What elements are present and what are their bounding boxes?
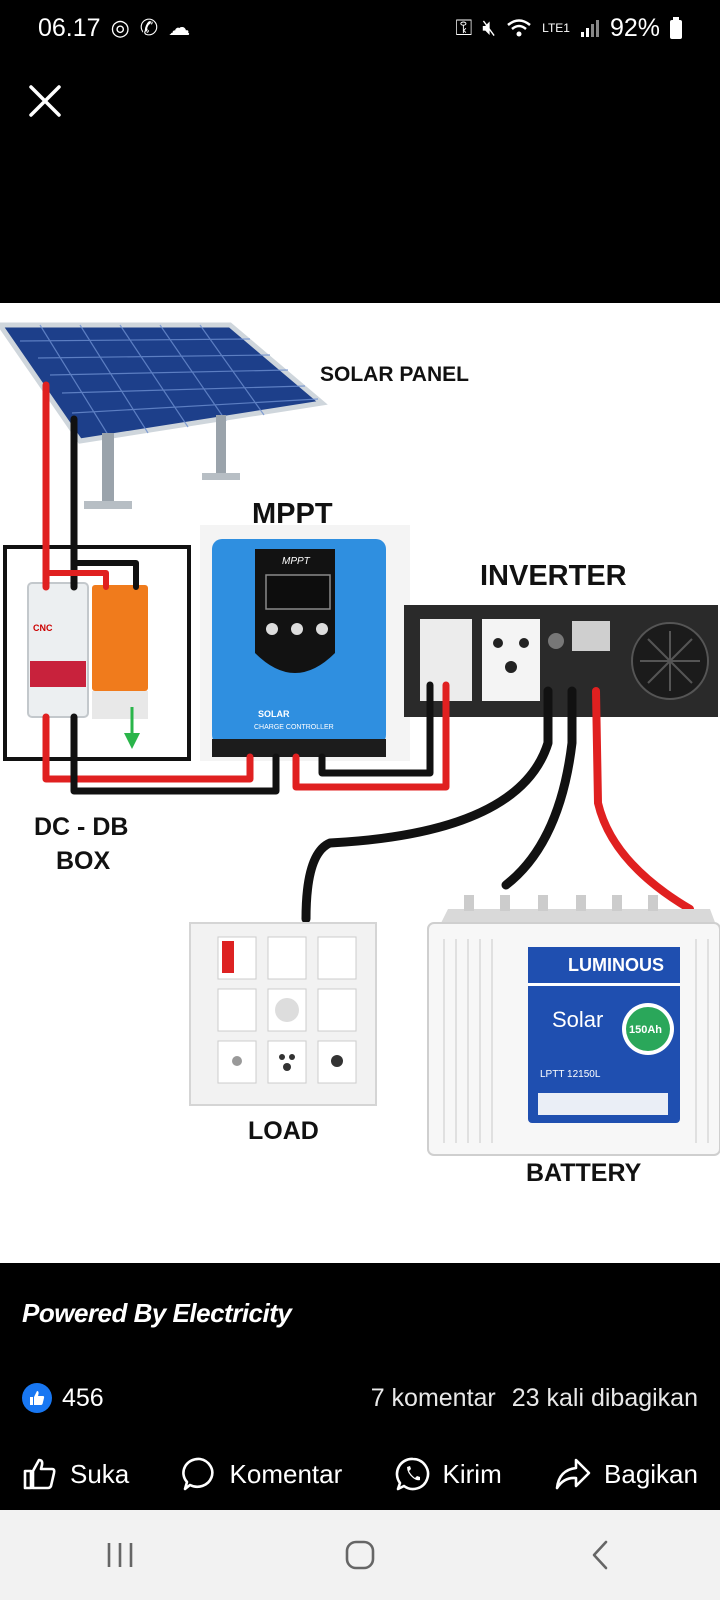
battery-capacity: 150Ah — [629, 1024, 662, 1036]
clock: 06.17 — [38, 13, 101, 42]
home-icon — [345, 1540, 375, 1570]
like-button[interactable]: Suka — [22, 1457, 129, 1491]
battery-model: LPTT 12150L — [540, 1069, 601, 1080]
post-stats: 456 7 komentar 23 kali dibagikan — [22, 1378, 698, 1418]
mppt-device-title: MPPT — [282, 556, 311, 567]
breaker-device: CNC — [27, 582, 148, 749]
battery-label: BATTERY — [526, 1159, 642, 1187]
close-button[interactable] — [22, 78, 68, 124]
solar-panel-image — [0, 322, 328, 509]
dc-db-box-frame — [3, 545, 191, 761]
comment-count-link[interactable]: 7 komentar — [370, 1383, 496, 1412]
battery-icon — [670, 17, 682, 39]
inverter-image — [404, 605, 718, 717]
share-button[interactable]: Bagikan — [554, 1457, 698, 1491]
solar-wiring-diagram: SOLAR PANEL CNC DC - DB BOX MPPT MPPT SO… — [0, 322, 720, 1187]
like-summary[interactable]: 456 — [22, 1383, 104, 1413]
back-button[interactable] — [560, 1525, 640, 1585]
battery-solar-text: Solar — [552, 1007, 603, 1032]
comment-icon — [181, 1457, 214, 1491]
like-reaction-icon — [22, 1383, 52, 1413]
load-switchboard-image — [189, 922, 377, 1106]
cloud-icon: ☁ — [168, 15, 191, 40]
dc-db-label: DC - DB — [34, 813, 128, 841]
network-type: LTE1 — [542, 21, 570, 35]
post-caption: Powered By Electricity — [22, 1298, 292, 1328]
mute-icon: 🔇︎ — [482, 15, 497, 40]
comment-button[interactable]: Komentar — [181, 1456, 343, 1492]
mppt-label: MPPT — [252, 498, 333, 530]
close-icon — [29, 85, 61, 117]
breaker-brand: CNC — [33, 623, 53, 633]
mppt-device-subtitle: CHARGE CONTROLLER — [254, 724, 334, 731]
whatsapp-icon: ✆ — [139, 15, 159, 40]
home-button[interactable] — [320, 1525, 400, 1585]
key-icon: ⚿ — [455, 15, 473, 40]
share-arrow-icon — [555, 1458, 591, 1490]
thumbs-up-icon — [23, 1458, 56, 1490]
post-photo[interactable]: SOLAR PANEL CNC DC - DB BOX MPPT MPPT SO… — [0, 303, 720, 1263]
solar-panel-label: SOLAR PANEL — [320, 363, 469, 386]
battery-percent: 92% — [609, 13, 660, 42]
back-icon — [592, 1540, 608, 1570]
inverter-label: INVERTER — [480, 560, 627, 592]
recent-apps-icon — [107, 1543, 133, 1567]
wifi-icon — [507, 19, 531, 37]
post-action-bar: Suka Komentar Kirim Bagikan — [0, 1446, 720, 1502]
whatsapp-send-icon — [395, 1457, 429, 1491]
like-count: 456 — [62, 1383, 104, 1412]
chrome-icon: ◎ — [110, 15, 130, 40]
share-button-label: Bagikan — [604, 1458, 698, 1489]
wiring — [42, 381, 694, 924]
battery-brand: LUMINOUS — [568, 955, 664, 975]
battery-image: LUMINOUS Solar 150Ah LPTT 12150L — [427, 895, 720, 1156]
system-nav-bar — [0, 1510, 720, 1600]
recent-apps-button[interactable] — [80, 1525, 160, 1585]
box-label: BOX — [56, 847, 111, 875]
load-label: LOAD — [248, 1117, 319, 1145]
send-button-label: Kirim — [442, 1458, 502, 1489]
mppt-device-brand: SOLAR — [258, 709, 290, 719]
mppt-controller-image: MPPT SOLAR CHARGE CONTROLLER — [200, 525, 410, 761]
send-button[interactable]: Kirim — [395, 1456, 502, 1492]
like-button-label: Suka — [70, 1458, 130, 1489]
share-count-link[interactable]: 23 kali dibagikan — [511, 1383, 698, 1412]
status-bar: 06.17 ◎ ✆ ☁ ⚿ 🔇︎ LTE1 92% — [0, 0, 720, 56]
comment-button-label: Komentar — [229, 1458, 343, 1489]
signal-icon — [580, 20, 599, 37]
